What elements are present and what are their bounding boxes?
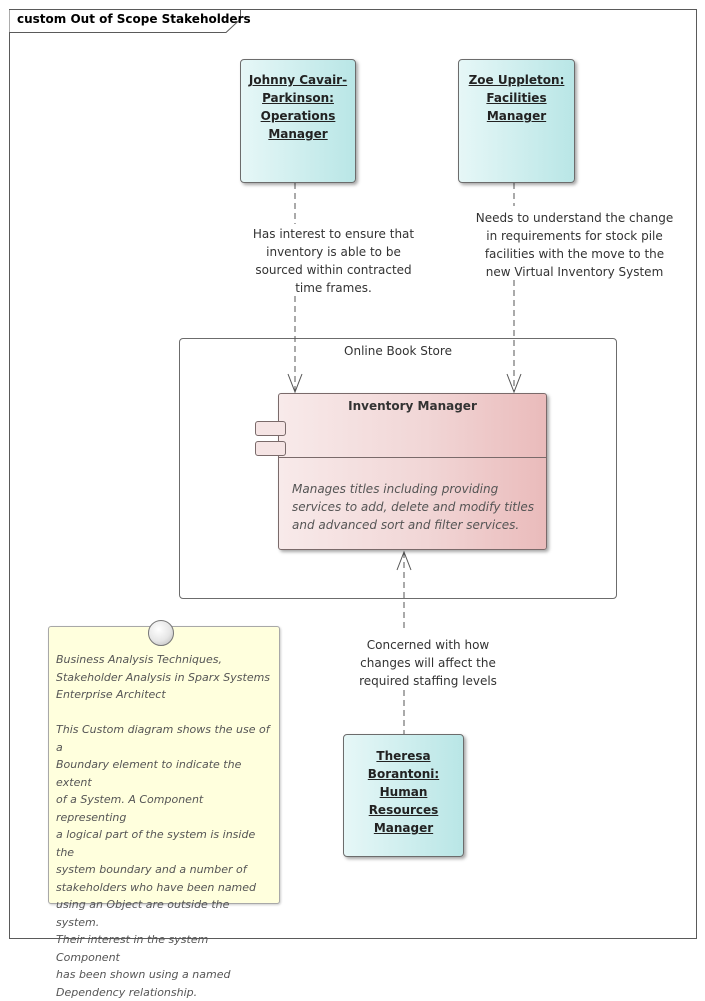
dependency-connectors bbox=[287, 183, 522, 734]
boundary-title: Online Book Store bbox=[344, 344, 452, 358]
diagram-title-tab bbox=[9, 9, 241, 33]
diagram-title: custom Out of Scope Stakeholders bbox=[17, 12, 251, 26]
component-port-icon bbox=[255, 421, 286, 436]
component-divider bbox=[279, 457, 546, 458]
johnny-arrowhead bbox=[287, 373, 303, 394]
actor-theresa-borantoni[interactable]: Theresa Borantoni: Human Resources Manag… bbox=[343, 734, 464, 857]
theresa-arrowhead bbox=[396, 550, 412, 571]
pin-icon bbox=[148, 620, 174, 646]
actor-johnny-cavair-parkinson[interactable]: Johnny Cavair- Parkinson: Operations Man… bbox=[240, 59, 356, 183]
zoe-dependency-label: Needs to understand the change in requir… bbox=[475, 211, 674, 279]
actor-name-line: Parkinson: bbox=[262, 91, 334, 105]
component-notes: Manages titles including providing servi… bbox=[292, 482, 534, 532]
actor-name-line: Facilities Manager bbox=[486, 91, 547, 123]
actor-name-line: Manager bbox=[373, 821, 434, 835]
actor-name-line: Johnny Cavair- bbox=[248, 73, 348, 87]
actor-name-line: Zoe Uppleton: bbox=[468, 73, 565, 87]
actor-zoe-uppleton[interactable]: Zoe Uppleton: Facilities Manager bbox=[458, 59, 575, 183]
component-port-icon bbox=[255, 441, 286, 456]
actor-name-line: Manager bbox=[268, 127, 328, 141]
actor-name-line: Operations bbox=[260, 109, 336, 123]
theresa-dependency-label: Concerned with how changes will affect t… bbox=[359, 638, 497, 688]
component-inventory-manager[interactable]: Inventory Manager Manages titles includi… bbox=[278, 393, 547, 550]
actor-name-line: Theresa bbox=[376, 749, 431, 763]
actor-name-line: Human Resources bbox=[368, 785, 439, 817]
johnny-dependency-label: Has interest to ensure that inventory is… bbox=[252, 227, 415, 295]
note-text: Business Analysis Techniques, Stakeholde… bbox=[56, 653, 271, 999]
component-title: Inventory Manager bbox=[348, 399, 477, 413]
diagram-note[interactable]: Business Analysis Techniques, Stakeholde… bbox=[48, 626, 280, 999]
zoe-arrowhead bbox=[506, 373, 522, 394]
diagram-frame bbox=[9, 9, 697, 939]
actor-name-line: Borantoni: bbox=[367, 767, 440, 781]
